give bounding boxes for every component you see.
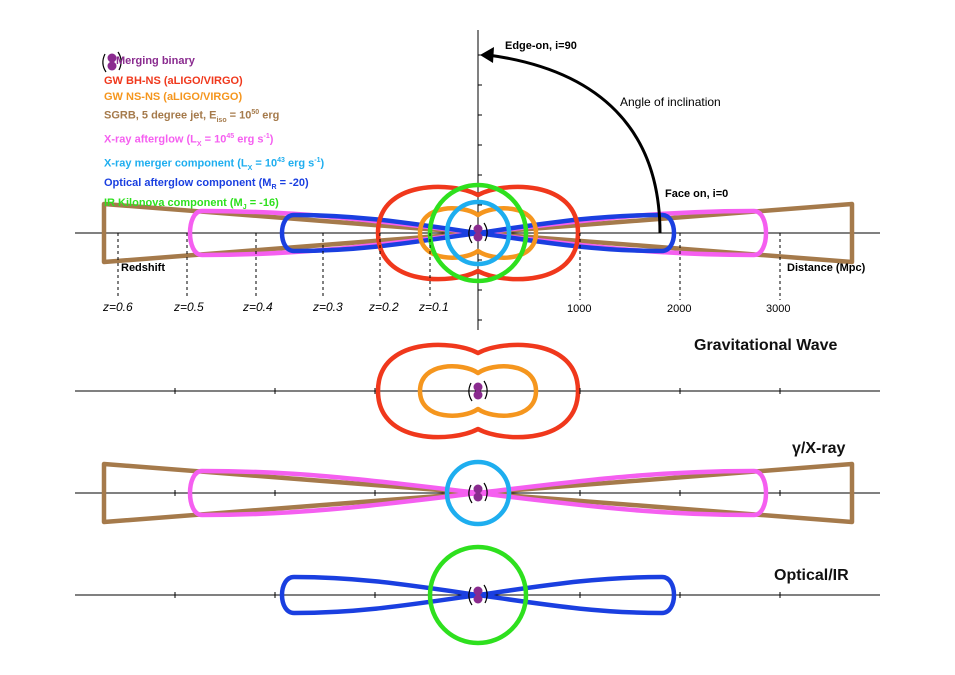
binary-optical-orbit-arrow-icon: [483, 584, 488, 604]
redshift-tick-label: z=0.3: [313, 300, 343, 314]
angle-label: Angle of inclination: [620, 95, 721, 109]
legend-binary: Merging binary: [104, 54, 324, 70]
merging-binaries: [102, 51, 488, 606]
inclination-arrow: [480, 47, 662, 234]
binary-top-orbit-arrow-icon: [483, 222, 488, 242]
legend-binary-icon-orbit-arrow-icon: [117, 51, 122, 71]
sgrb-jet-bowtie: [101, 461, 855, 525]
panel-title-optical-ir: Optical/IR: [774, 567, 849, 584]
xray-merger-circle: [444, 459, 512, 527]
binary-optical-star-bottom: [473, 594, 483, 604]
binary-gw-star-bottom: [473, 390, 483, 400]
legend-sgrb: SGRB, 5 degree jet, Eiso = 1050 erg: [104, 109, 280, 125]
redshift-tick-label: z=0.4: [243, 300, 273, 314]
binary-xray-star-bottom: [473, 492, 483, 502]
binary-gw-star-top: [473, 382, 483, 392]
binary-top-star-top: [473, 224, 483, 234]
binary-gw-orbit-arrow-icon: [483, 380, 488, 400]
distance-label: Distance (Mpc): [787, 262, 866, 274]
binary-optical-star-top: [473, 586, 483, 596]
sgrb-jet-bowtie: [101, 201, 855, 265]
gw-bhns-lobes: [375, 184, 581, 282]
binary-gw-orbit-arrow-icon: [468, 382, 473, 402]
face-on-label: Face on, i=0: [665, 188, 729, 200]
binary-xray-orbit-arrow-icon: [483, 482, 488, 502]
distance-tick-label: 2000: [667, 303, 692, 315]
binary-xray-orbit-arrow-icon: [468, 484, 473, 504]
redshift-tick-label: z=0.5: [174, 300, 204, 314]
redshift-tick-label: z=0.6: [103, 300, 133, 314]
panel-title-gravitational-wave: Gravitational Wave: [694, 337, 838, 354]
emission-shapes: [101, 182, 855, 646]
xray-merger-circle: [444, 199, 512, 267]
legend-gw-nsns: GW NS-NS (aLIGO/VIRGO): [104, 90, 243, 103]
gw-nsns-lobes: [417, 206, 539, 260]
gw-bhns-lobes: [375, 342, 581, 440]
legend-gw-bhns: GW BH-NS (aLIGO/VIRGO): [104, 74, 243, 87]
ir-kilonova-circle: [427, 544, 529, 646]
arrowhead-icon: [480, 47, 494, 63]
inclination-arc: [487, 53, 662, 234]
legend: Merging binary GW BH-NS (aLIGO/VIRGO) GW…: [104, 54, 324, 216]
distance-tick-label: 1000: [567, 303, 592, 315]
legend-binary-label: Merging binary: [116, 55, 195, 67]
binary-optical-orbit-arrow-icon: [468, 586, 473, 606]
redshift-tick-label: z=0.2: [369, 300, 399, 314]
distance-ticks: [117, 54, 781, 598]
distance-tick-label: 3000: [766, 303, 791, 315]
legend-optical-afterglow: Optical afterglow component (MR = -20): [104, 177, 309, 192]
binary-xray-star-top: [473, 484, 483, 494]
legend-binary-icon-star-bottom: [107, 61, 117, 71]
edge-on-label: Edge-on, i=90: [505, 40, 577, 52]
legend-ir-kilonova: IR Kilonova component (MJ = -16): [104, 197, 279, 212]
redshift-label: Redshift: [121, 262, 165, 274]
legend-binary-icon-star-top: [107, 53, 117, 63]
legend-binary-icon-orbit-arrow-icon: [102, 53, 107, 73]
legend-xray-afterglow: X-ray afterglow (LX = 1045 erg s-1): [104, 133, 274, 148]
binary-top-star-bottom: [473, 232, 483, 242]
panel-title-gamma-xray: γ/X-ray: [792, 440, 846, 457]
gw-nsns-lobes: [417, 364, 539, 418]
redshift-tick-label: z=0.1: [419, 300, 449, 314]
binary-top-orbit-arrow-icon: [468, 224, 473, 244]
legend-xray-merger: X-ray merger component (LX = 1043 erg s-…: [104, 156, 325, 172]
